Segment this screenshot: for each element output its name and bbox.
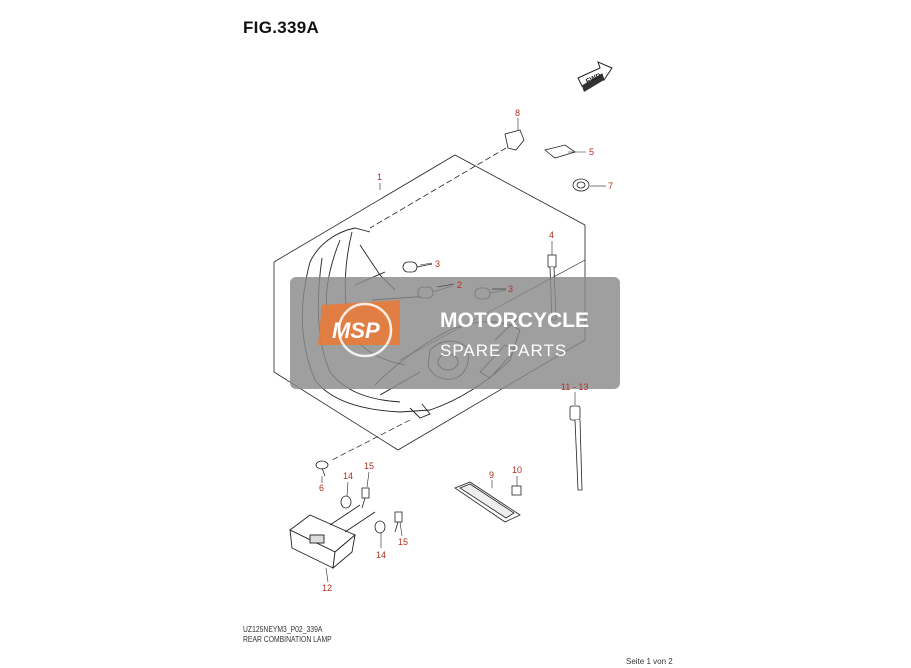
license-lamp-icon [289, 504, 376, 570]
clip-icon [369, 129, 525, 229]
leader-line [331, 419, 411, 461]
strap-icon [569, 405, 583, 491]
reflector-icon [454, 481, 521, 523]
pad-icon [544, 144, 576, 159]
grommet-icon [572, 178, 590, 192]
callout-5: 5 [589, 147, 594, 157]
bolt-icon [361, 487, 403, 533]
nut-icon [511, 485, 522, 496]
model-code: UZ125NEYM3_P02_339A [243, 625, 323, 634]
watermark-line1: MOTORCYCLE [440, 309, 589, 332]
forward-arrow-icon: FWD [577, 61, 613, 92]
watermark: MSP MOTORCYCLE SPARE PARTS [290, 277, 620, 389]
figure-caption: REAR COMBINATION LAMP [243, 635, 332, 644]
callout-15b: 15 [398, 537, 408, 547]
page-number: Seite 1 von 2 [626, 657, 673, 666]
callout-10: 10 [512, 465, 522, 475]
callout-3a: 3 [435, 259, 440, 269]
washer-icon [340, 495, 386, 534]
callout-14b: 14 [376, 550, 386, 560]
screw-icon [315, 460, 329, 477]
callout-8: 8 [515, 108, 520, 118]
callout-7: 7 [608, 181, 613, 191]
callout-4: 4 [549, 230, 554, 240]
callout-6: 6 [319, 483, 324, 493]
callout-11-13: 11 - 13 [561, 382, 588, 392]
callout-1: 1 [377, 172, 382, 182]
callout-15a: 15 [364, 461, 374, 471]
callout-2: 2 [457, 280, 462, 290]
callout-3b: 3 [508, 284, 513, 294]
watermark-logo: MSP [332, 318, 380, 343]
callout-leaders [321, 118, 606, 583]
callout-9: 9 [489, 470, 494, 480]
callout-12: 12 [322, 583, 332, 593]
callout-14a: 14 [343, 471, 353, 481]
watermark-line2: SPARE PARTS [440, 341, 567, 360]
figure-title: FIG.339A [243, 18, 320, 37]
